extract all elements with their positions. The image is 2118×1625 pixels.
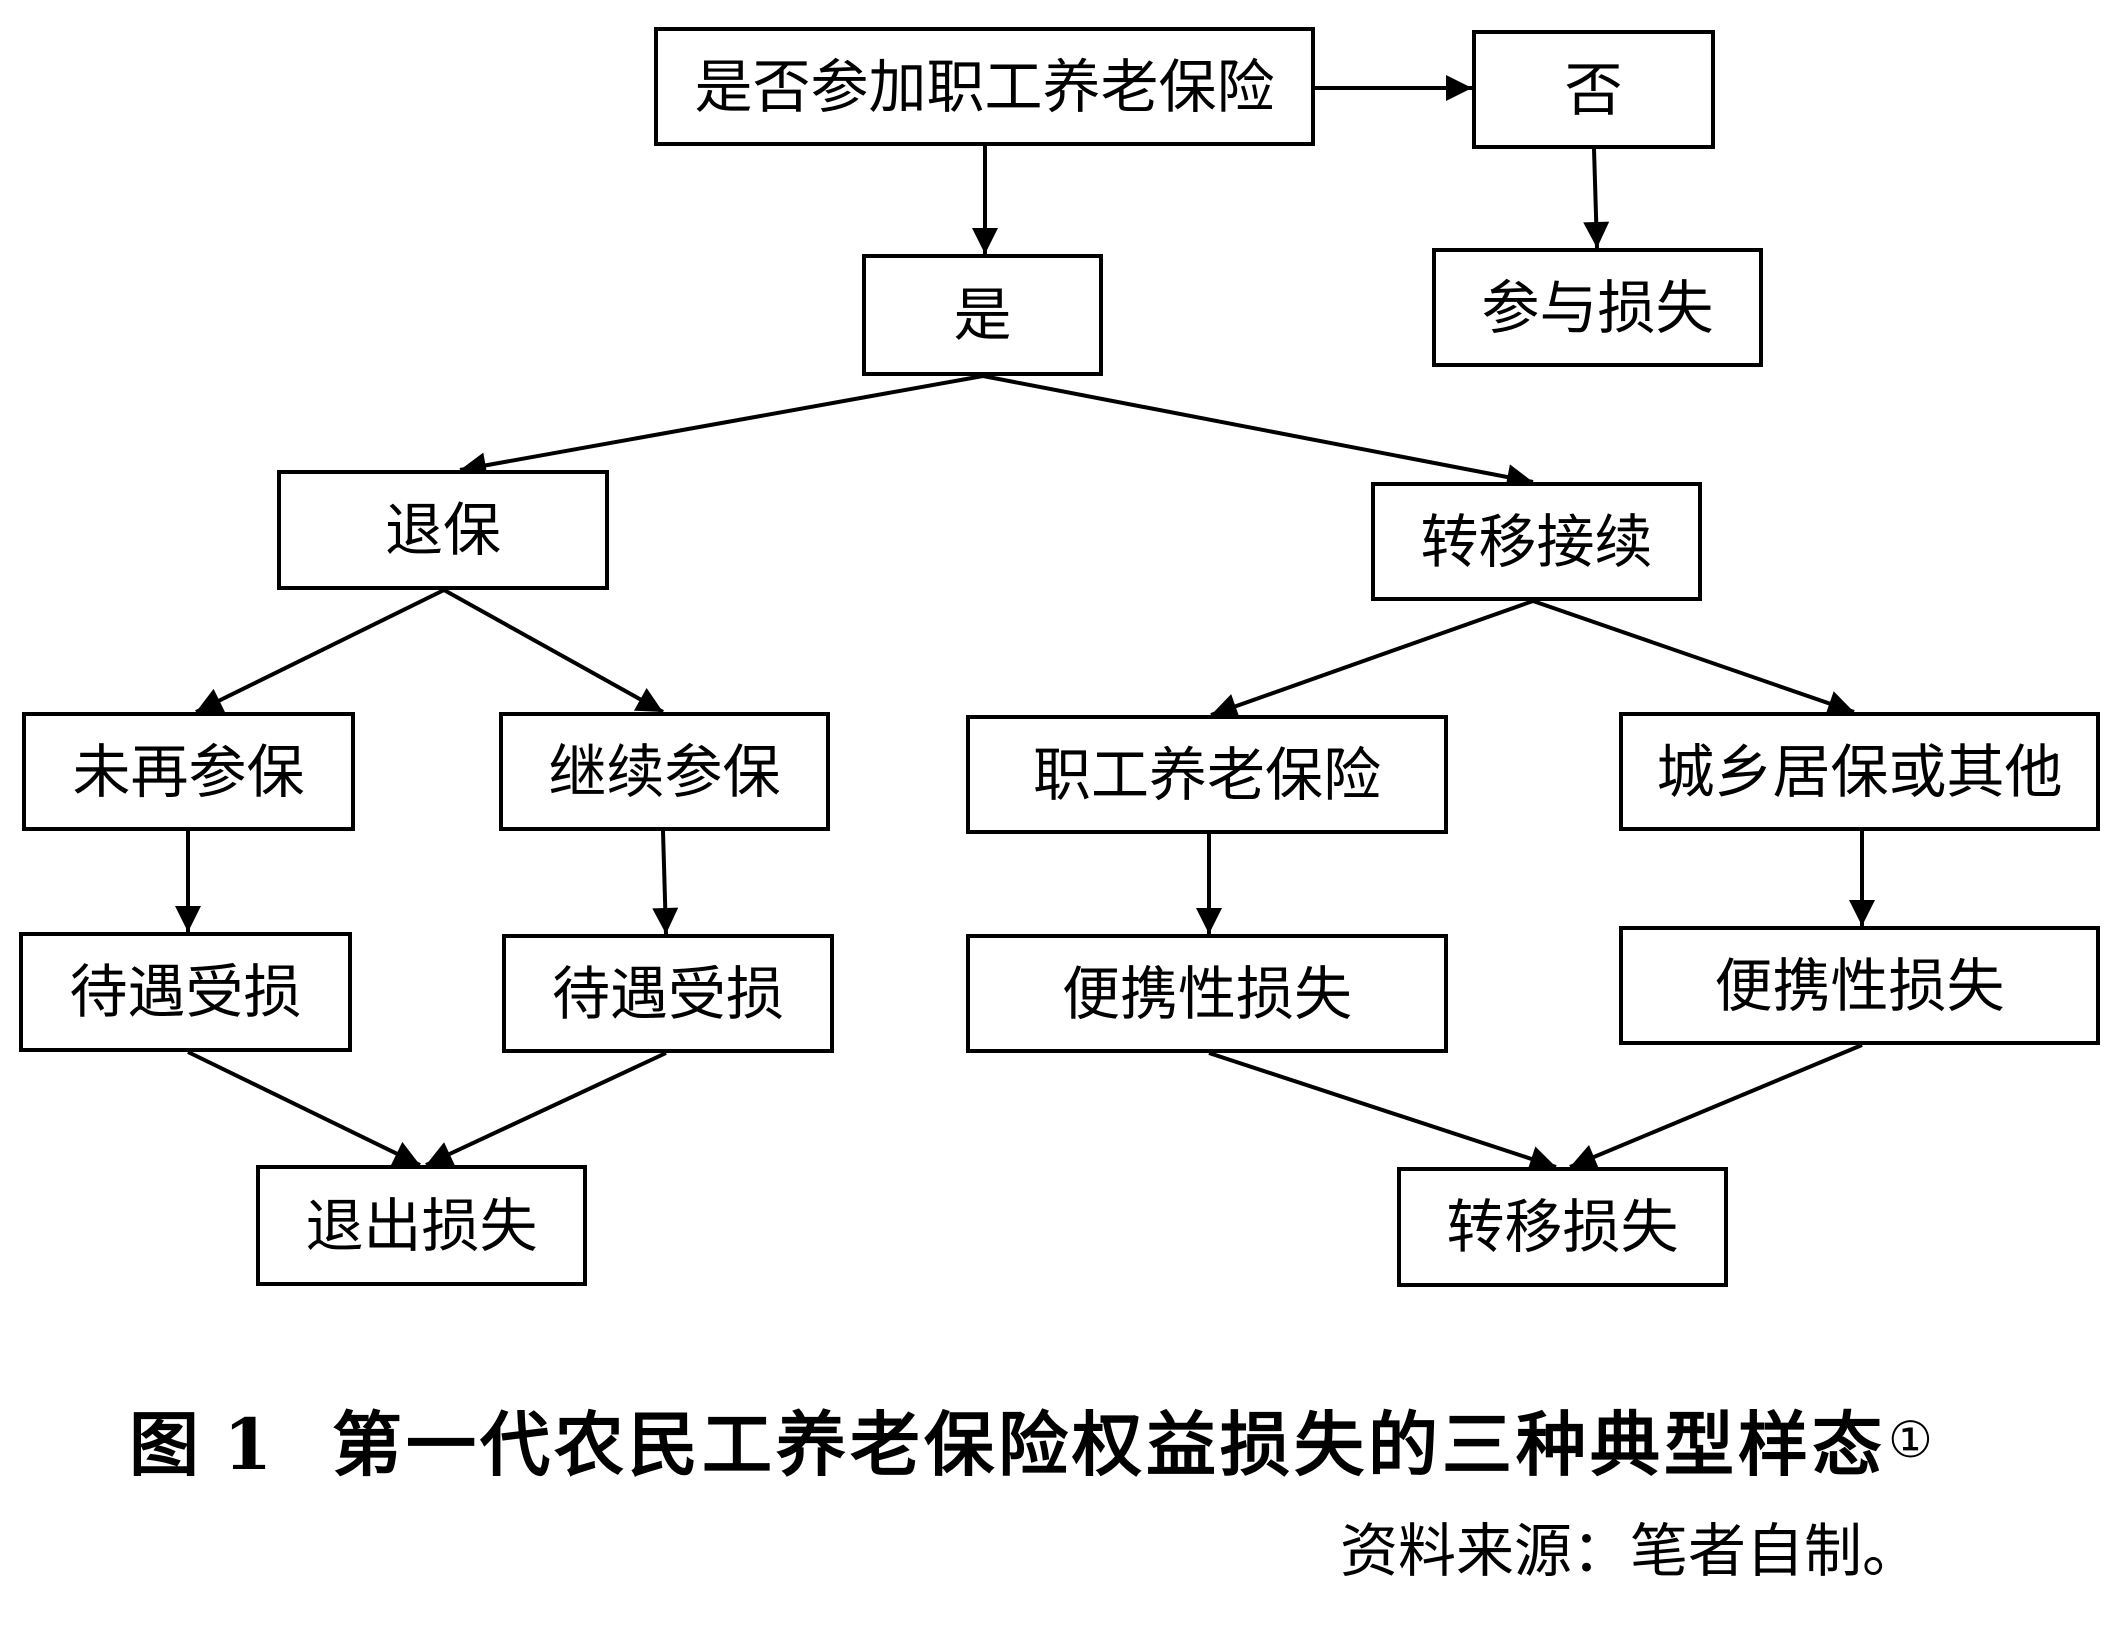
arrow-portability-loss-b-to-transfer-loss — [1569, 1043, 1863, 1169]
arrow-yes-to-transfer — [982, 374, 1534, 490]
arrow-continue-insured-to-benefit-loss — [652, 830, 679, 935]
node-transfer-loss: 转移损失 — [1397, 1167, 1728, 1287]
node-label: 转移损失 — [1446, 1193, 1679, 1261]
arrow-withdraw-to-continue-insured — [443, 588, 664, 714]
node-label: 便携性损失 — [1061, 959, 1352, 1028]
node-label: 继续参保 — [548, 737, 781, 806]
node-label: 退保 — [384, 496, 501, 564]
arrow-yes-to-withdraw — [459, 374, 984, 479]
figure-title: 第一代农民工养老保险权益损失的三种典型样态 — [332, 1403, 1886, 1486]
arrow-portability-loss-a-to-transfer-loss — [1208, 1051, 1557, 1172]
node-employee-pension: 职工养老保险 — [966, 715, 1448, 834]
node-participation-loss: 参与损失 — [1432, 248, 1763, 367]
node-label: 待遇受损 — [551, 959, 784, 1028]
node-label: 便携性损失 — [1714, 951, 2005, 1020]
node-benefit-loss-left: 待遇受损 — [19, 932, 352, 1052]
node-label: 是否参加职工养老保险 — [694, 52, 1275, 121]
node-label: 职工养老保险 — [1032, 740, 1381, 809]
figure-caption: 第一代农民工养老保险权益损失的三种典型样态① — [332, 1410, 1933, 1480]
node-label: 是 — [953, 281, 1012, 349]
node-yes: 是 — [862, 254, 1103, 376]
node-urban-rural-or-other: 城乡居保或其他 — [1619, 712, 2100, 831]
footnote-marker: ① — [1888, 1411, 1933, 1469]
node-withdraw-insurance: 退保 — [277, 470, 609, 590]
arrow-benefit-loss-b-to-exit-loss — [425, 1051, 667, 1167]
arrow-withdraw-to-not-reinsured — [195, 588, 445, 714]
node-continue-insured: 继续参保 — [499, 712, 830, 831]
node-label: 转移接续 — [1420, 507, 1653, 576]
arrow-transfer-to-urban-rural — [1532, 599, 1855, 716]
node-portability-loss-right: 便携性损失 — [1619, 926, 2100, 1045]
node-no: 否 — [1472, 30, 1715, 149]
node-label: 否 — [1564, 55, 1623, 124]
node-join-employee-pension-question: 是否参加职工养老保险 — [654, 27, 1315, 146]
node-label: 城乡居保或其他 — [1656, 737, 2063, 806]
figure-number: 图 1 — [129, 1403, 273, 1486]
arrow-benefit-loss-a-to-exit-loss — [187, 1050, 421, 1167]
node-benefit-loss-right: 待遇受损 — [502, 934, 834, 1053]
node-portability-loss-left: 便携性损失 — [966, 934, 1448, 1053]
node-exit-loss: 退出损失 — [256, 1165, 587, 1286]
figure-source-note: 资料来源：笔者自制。 — [1340, 1517, 1921, 1585]
arrow-transfer-to-employee-pension — [1210, 599, 1534, 719]
node-label: 参与损失 — [1481, 273, 1714, 342]
arrow-no-to-participation-loss — [1583, 148, 1610, 249]
node-not-reinsured: 未再参保 — [22, 712, 355, 831]
node-label: 待遇受损 — [69, 958, 302, 1026]
node-label: 未再参保 — [72, 737, 305, 806]
node-label: 退出损失 — [305, 1191, 538, 1260]
node-transfer-continuation: 转移接续 — [1371, 482, 1702, 601]
